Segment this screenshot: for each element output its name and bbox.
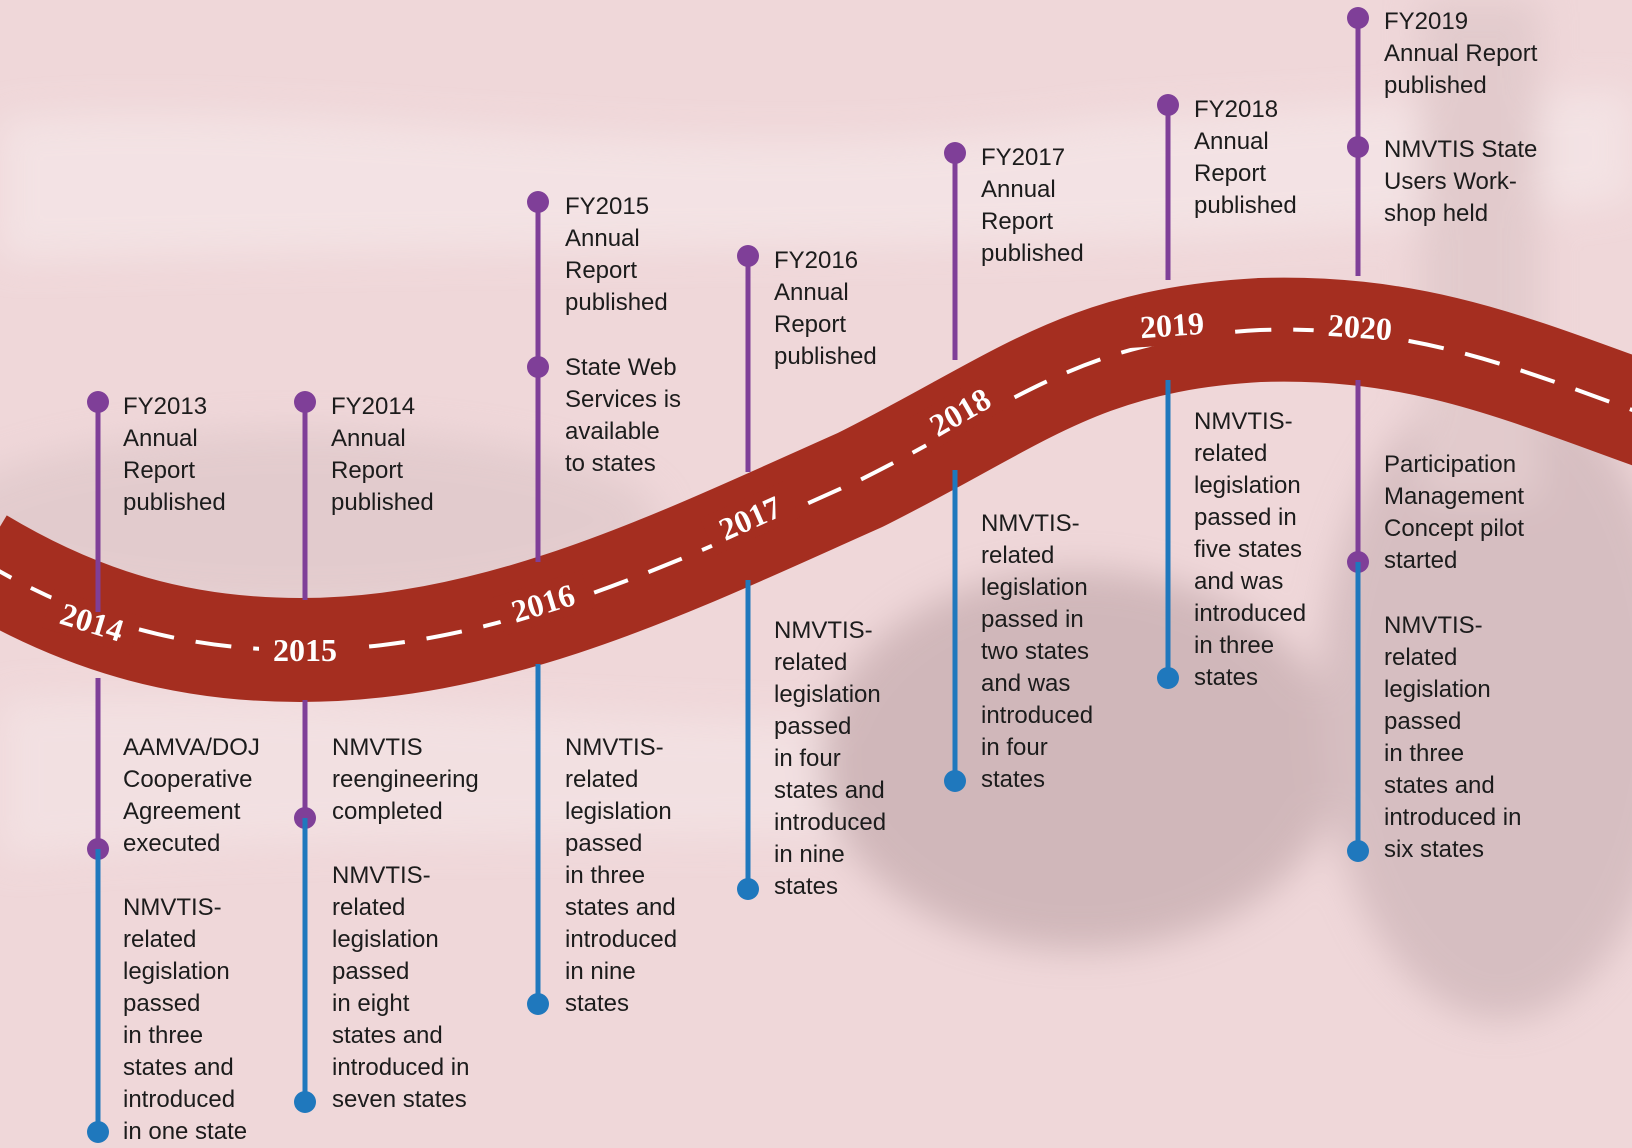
fy2019-report-label: FY2019 Annual Report published bbox=[1384, 8, 1538, 99]
fy2015-report-label: FY2015 Annual Report published bbox=[565, 193, 668, 316]
fy2018-report-label: FY2018 Annual Report published bbox=[1194, 96, 1297, 219]
legislation-2017-label: NMVTIS- related legislation passed in fo… bbox=[774, 617, 887, 900]
pin-2018-legislation-dot bbox=[944, 770, 966, 792]
fy2017-report-label: FY2017 Annual Report published bbox=[981, 144, 1084, 267]
pin-2019-legislation-dot bbox=[1157, 667, 1179, 689]
pin-2016-report-dot bbox=[527, 191, 549, 213]
legislation-2015-label: NMVTIS- related legislation passed in ei… bbox=[332, 862, 470, 1113]
pin-2017-legislation-dot bbox=[737, 878, 759, 900]
pin-2015-legislation-dot bbox=[294, 1091, 316, 1113]
year-2019-label: 2019 bbox=[1124, 301, 1220, 349]
aamva-doj-agreement-label: AAMVA/DOJ Cooperative Agreement executed bbox=[123, 734, 260, 857]
legislation-2016-label: NMVTIS- related legislation passed in th… bbox=[565, 734, 678, 1017]
pin-2018-report-dot bbox=[944, 142, 966, 164]
pin-2016-legislation-dot bbox=[527, 993, 549, 1015]
state-users-workshop-label: NMVTIS State Users Work- shop held bbox=[1384, 136, 1538, 227]
fy2014-report-label: FY2014 Annual Report published bbox=[331, 393, 434, 516]
legislation-2019-label: NMVTIS- related legislation passed in fi… bbox=[1194, 408, 1307, 691]
pin-2020-legislation-dot bbox=[1347, 840, 1369, 862]
pin-2016-web-services-dot bbox=[527, 356, 549, 378]
pin-2014-report-dot bbox=[87, 391, 109, 413]
svg-text:2019: 2019 bbox=[1139, 305, 1205, 345]
svg-text:2015: 2015 bbox=[273, 632, 337, 668]
legislation-2020-label: NMVTIS- related legislation passed in th… bbox=[1384, 612, 1522, 863]
participation-pilot-label: Participation Management Concept pilot s… bbox=[1384, 451, 1525, 574]
pin-2020-report-dot bbox=[1347, 7, 1369, 29]
pin-2014-legislation-dot bbox=[87, 1121, 109, 1143]
pin-2015-report-dot bbox=[294, 391, 316, 413]
year-2020-label: 2020 bbox=[1312, 303, 1408, 351]
pin-2019-report-dot bbox=[1157, 94, 1179, 116]
pin-2020-workshop-dot bbox=[1347, 136, 1369, 158]
svg-text:2020: 2020 bbox=[1327, 307, 1393, 347]
fy2013-report-label: FY2013 Annual Report published bbox=[123, 393, 226, 516]
state-web-services-label: State Web Services is available to state… bbox=[565, 354, 682, 477]
fy2016-report-label: FY2016 Annual Report published bbox=[774, 247, 877, 370]
year-2015-label: 2015 bbox=[259, 630, 351, 670]
legislation-2018-label: NMVTIS- related legislation passed in tw… bbox=[981, 510, 1094, 793]
legislation-2014-label: NMVTIS- related legislation passed in th… bbox=[123, 894, 248, 1145]
pin-2017-report-dot bbox=[737, 245, 759, 267]
reengineering-label: NMVTIS reengineering completed bbox=[332, 734, 479, 825]
